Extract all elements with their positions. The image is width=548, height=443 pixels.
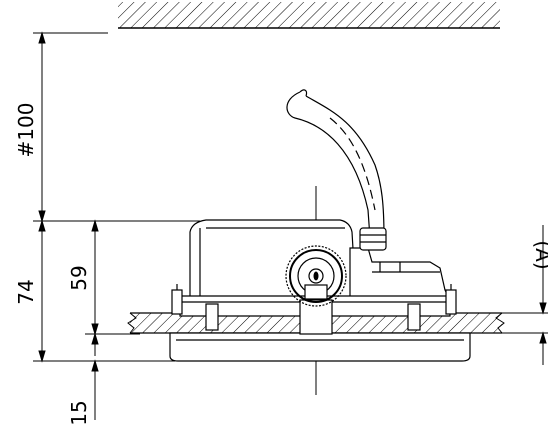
ceiling-slab bbox=[118, 2, 500, 29]
dim-label-flange: 15 bbox=[67, 400, 91, 425]
cable bbox=[286, 89, 385, 239]
extension-lines bbox=[33, 32, 548, 362]
dimension-lines bbox=[38, 31, 547, 420]
gear-wheel bbox=[285, 245, 347, 307]
dim-label-clearance: #100 bbox=[14, 103, 38, 158]
dim-label-body-height: 59 bbox=[67, 265, 91, 290]
dim-label-total-height: 74 bbox=[14, 279, 38, 304]
dim-label-ceiling-thickness: (A) bbox=[531, 240, 548, 269]
